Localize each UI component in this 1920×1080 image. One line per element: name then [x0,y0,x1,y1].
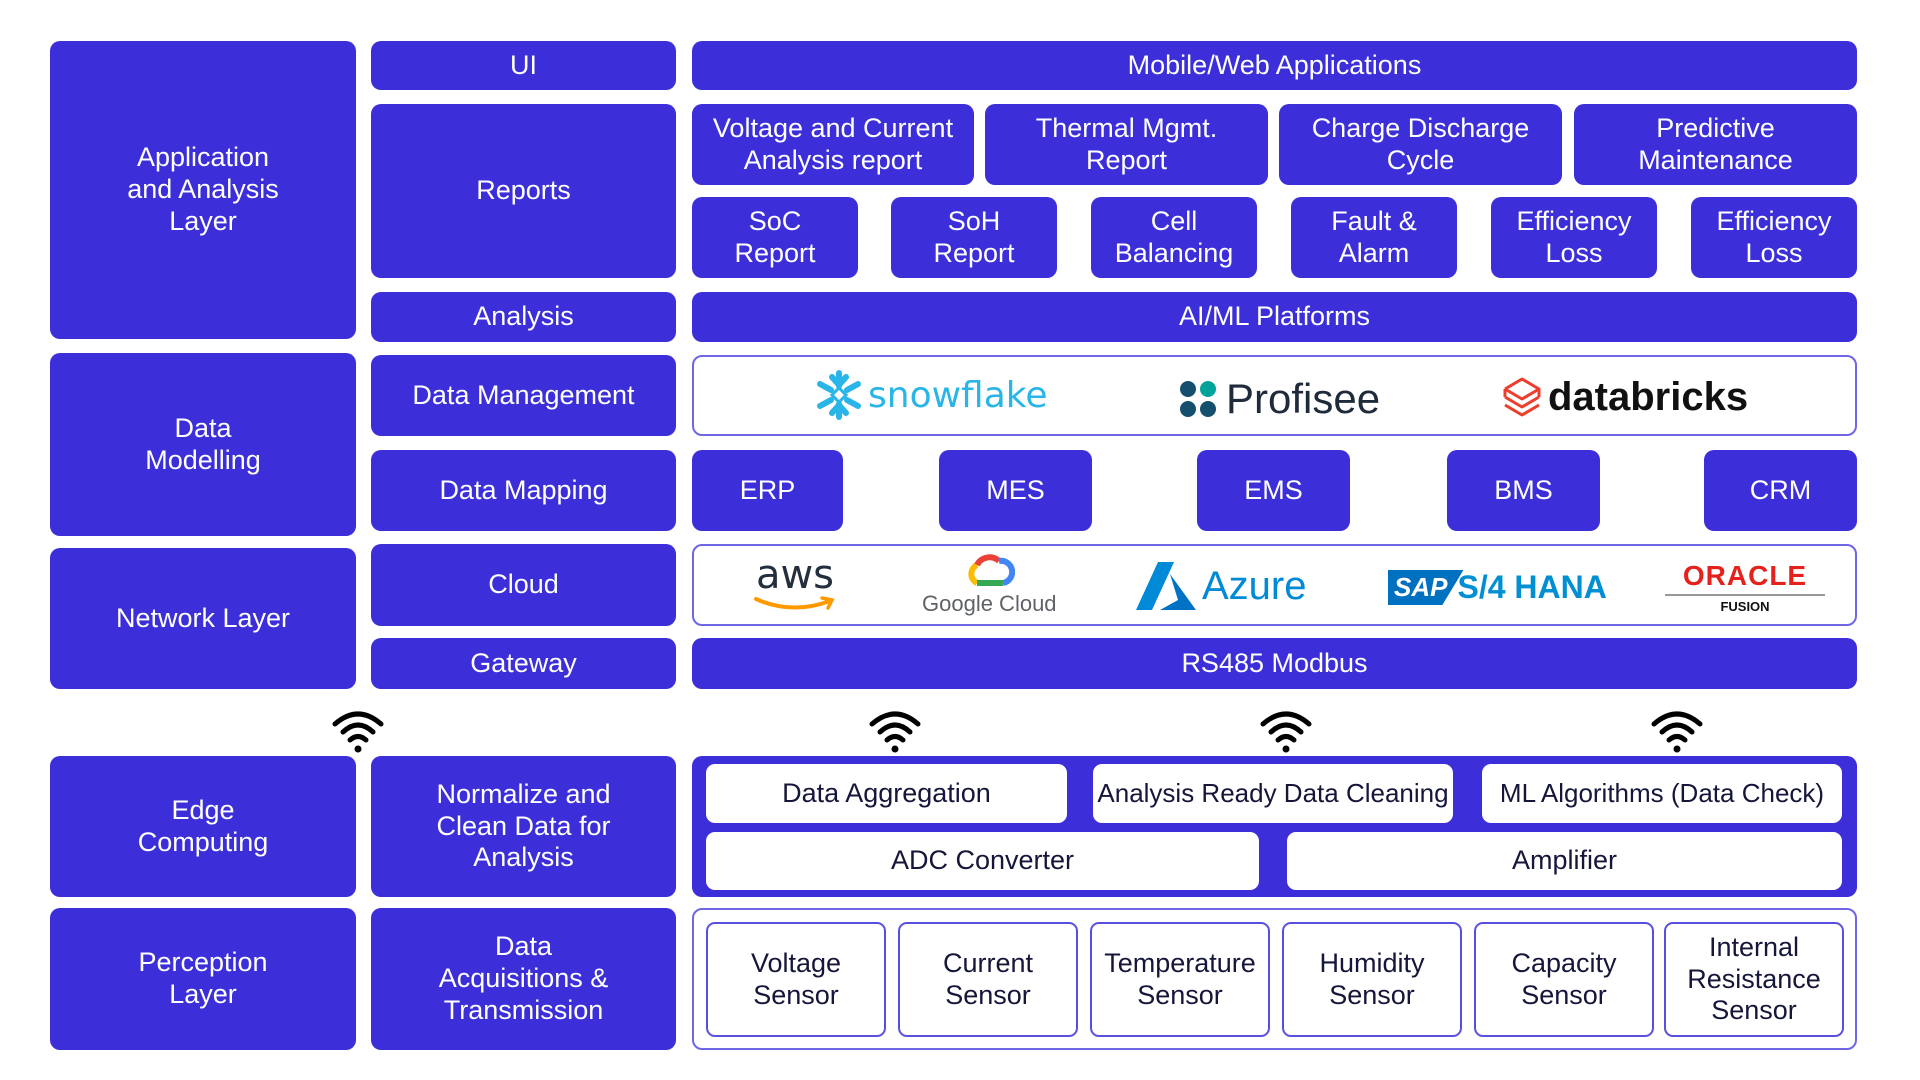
mapping-erp: ERP [692,450,843,531]
azure-logo: Azure [1134,560,1307,612]
data-mapping-sublayer: Data Mapping [371,450,676,531]
sensor-current: Current Sensor [898,922,1078,1037]
sensor-humidity: Humidity Sensor [1282,922,1462,1037]
edge-ml-algorithms: ML Algorithms (Data Check) [1482,764,1842,823]
sap-s4hana-logo: SAP S/4 HANA [1388,569,1607,606]
mobile-web-applications: Mobile/Web Applications [692,41,1857,90]
sensors-panel [692,908,1857,1050]
databricks-layers-icon [1503,377,1541,417]
profisee-dots-icon [1180,381,1216,417]
s4hana-wordmark: S/4 HANA [1457,569,1607,605]
aws-smile-icon [754,596,835,610]
edge-adc-converter: ADC Converter [706,832,1259,890]
oracle-fusion-label: FUSION [1720,599,1770,614]
ai-ml-platforms: AI/ML Platforms [692,292,1857,342]
report-fault-alarm: Fault & Alarm [1291,197,1457,278]
wifi-icon [332,711,384,753]
sensor-capacity: Capacity Sensor [1474,922,1654,1037]
report-soh: SoH Report [891,197,1057,278]
mapping-mes: MES [939,450,1092,531]
report-cell-balancing: Cell Balancing [1091,197,1257,278]
analysis-sublayer: Analysis [371,292,676,342]
sensor-voltage: Voltage Sensor [706,922,886,1037]
google-cloud-wordmark: Google Cloud [922,591,1057,616]
edge-amplifier: Amplifier [1287,832,1842,890]
snowflake-wordmark: snowflake [868,374,1048,416]
sensor-temperature: Temperature Sensor [1090,922,1270,1037]
oracle-fusion-logo: ORACLE FUSION [1665,562,1825,614]
oracle-wordmark: ORACLE [1682,560,1808,591]
google-cloud-logo: Google Cloud [922,553,1057,617]
sensor-internal-resistance: Internal Resistance Sensor [1664,922,1844,1037]
data-acquisition-sublayer: Data Acquisitions & Transmission [371,908,676,1050]
data-management-logos-panel [692,355,1857,436]
sap-icon: SAP [1388,570,1464,605]
cloud-logos-panel [692,544,1857,626]
databricks-logo: databricks [1502,372,1748,422]
report-predictive-maintenance: Predictive Maintenance [1574,104,1857,185]
snowflake-icon [817,370,861,420]
wifi-icon [1260,711,1312,753]
rs485-modbus: RS485 Modbus [692,638,1857,689]
reports-sublayer: Reports [371,104,676,278]
profisee-logo: Profisee [1178,374,1380,424]
network-layer: Network Layer [50,548,356,689]
report-efficiency-loss: Efficiency Loss [1491,197,1657,278]
report-thermal-mgmt: Thermal Mgmt. Report [985,104,1268,185]
data-management-sublayer: Data Management [371,355,676,436]
azure-wordmark: Azure [1202,563,1307,608]
report-charge-discharge: Charge Discharge Cycle [1279,104,1562,185]
aws-wordmark: aws [755,552,835,598]
data-modelling-layer: Data Modelling [50,353,356,536]
perception-layer: Perception Layer [50,908,356,1050]
application-analysis-layer: Application and Analysis Layer [50,41,356,339]
databricks-wordmark: databricks [1548,374,1749,419]
edge-analysis-ready-cleaning: Analysis Ready Data Cleaning [1093,764,1453,823]
mapping-bms: BMS [1447,450,1600,531]
normalize-clean-sublayer: Normalize and Clean Data for Analysis [371,756,676,897]
gateway-sublayer: Gateway [371,638,676,689]
wifi-icon [1651,711,1703,753]
snowflake-logo: snowflake [812,370,1048,420]
azure-icon [1136,562,1196,610]
ui-sublayer: UI [371,41,676,90]
aws-logo: aws [752,555,838,613]
edge-computing-layer: Edge Computing [50,756,356,897]
wifi-icon [869,711,921,753]
oracle-divider [1665,594,1825,596]
google-cloud-icon [968,554,1016,586]
mapping-ems: EMS [1197,450,1350,531]
report-voltage-current: Voltage and Current Analysis report [692,104,974,185]
profisee-wordmark: Profisee [1226,375,1381,422]
mapping-crm: CRM [1704,450,1857,531]
cloud-sublayer: Cloud [371,544,676,626]
report-efficiency-loss-2: Efficiency Loss [1691,197,1857,278]
edge-data-aggregation: Data Aggregation [706,764,1067,823]
report-soc: SoC Report [692,197,858,278]
